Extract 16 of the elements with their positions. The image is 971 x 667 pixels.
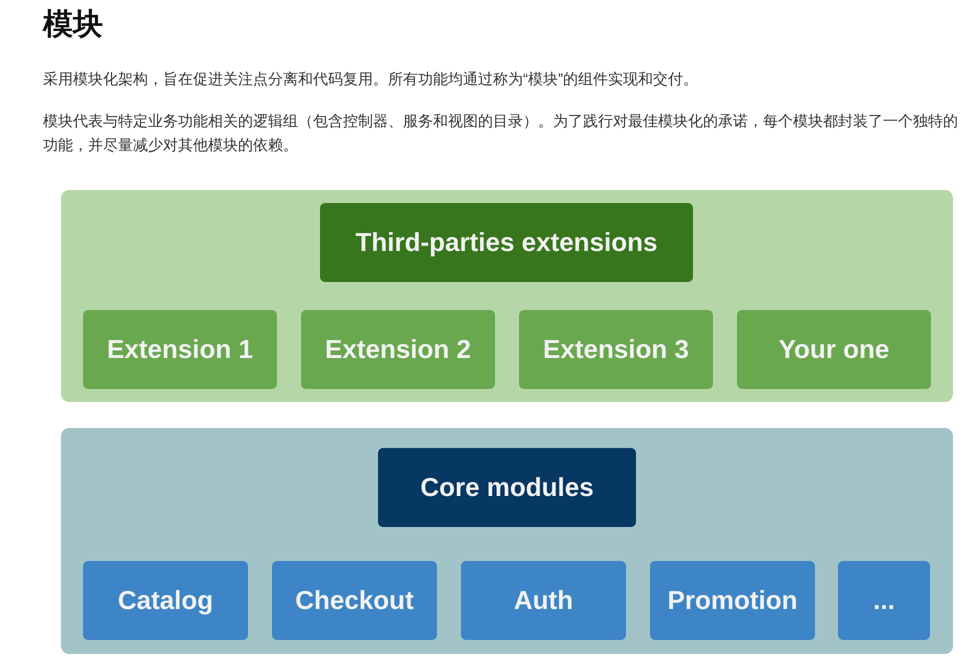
module-box: Extension 1 xyxy=(83,310,277,389)
module-box: Auth xyxy=(461,561,626,640)
group-heading-box: Core modules xyxy=(378,448,636,527)
paragraph: 模块代表与特定业务功能相关的逻辑组（包含控制器、服务和视图的目录）。为了践行对最佳模块化的承诺，每个模块都封装了一个独特的功能，并尽量减少对其他模块的依赖。 xyxy=(43,112,959,156)
module-box: Your one xyxy=(737,310,931,389)
group-panel xyxy=(61,190,953,402)
module-box: Promotion xyxy=(650,561,815,640)
group-heading-box: Third-parties extensions xyxy=(320,203,693,282)
module-box: Extension 2 xyxy=(301,310,495,389)
paragraph: 采用模块化架构，旨在促进关注点分离和代码复用。所有功能均通过称为“模块”的组件实现和交付。 xyxy=(43,70,699,90)
module-box: Catalog xyxy=(83,561,248,640)
module-box: ... xyxy=(838,561,930,640)
group-panel xyxy=(61,428,953,654)
page-title: 模块 xyxy=(43,7,103,43)
module-box: Checkout xyxy=(272,561,437,640)
module-box: Extension 3 xyxy=(519,310,713,389)
